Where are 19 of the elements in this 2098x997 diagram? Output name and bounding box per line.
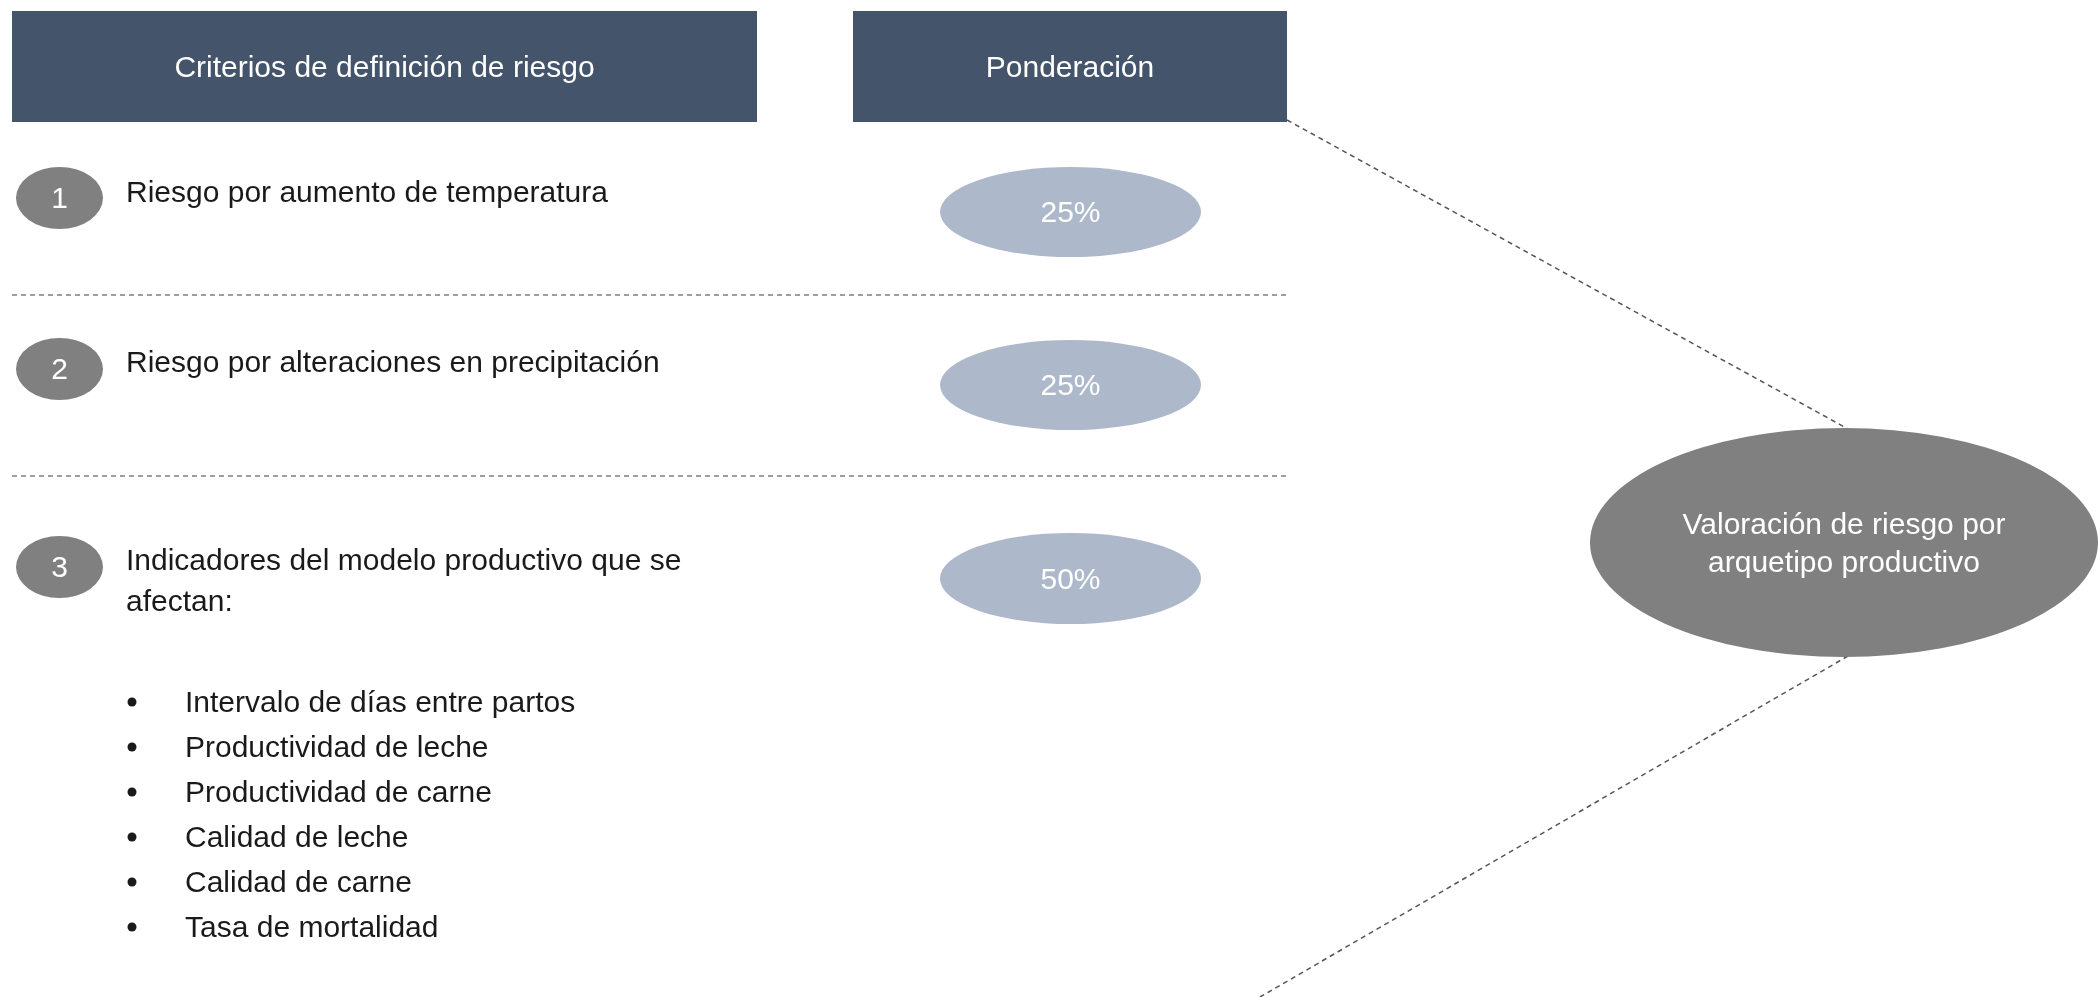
percentage-ellipse: 25% (940, 167, 1201, 257)
criterion-text: Riesgo por alteraciones en precipitación (126, 344, 661, 380)
result-ellipse: Valoración de riesgo por arquetipo productivo (1590, 428, 2098, 657)
percentage-ellipse: 50% (940, 533, 1201, 624)
header-bar: Criterios de definición de riesgo (12, 11, 757, 122)
indicator-item: Productividad de carne (185, 774, 492, 810)
number-badge: 3 (16, 536, 103, 598)
number-badge: 2 (16, 338, 103, 400)
number-badge: 1 (16, 167, 103, 229)
criterion-text: Riesgo por aumento de temperatura (126, 174, 609, 210)
indicator-item: Calidad de leche (185, 819, 409, 855)
header-bar: Ponderación (853, 11, 1287, 122)
indicator-item: Tasa de mortalidad (185, 909, 439, 945)
indicator-item: Intervalo de días entre partos (185, 684, 576, 720)
indicator-item: Calidad de carne (185, 864, 412, 900)
indicator-item: Productividad de leche (185, 729, 489, 765)
percentage-ellipse: 25% (940, 340, 1201, 430)
criterion-text: Indicadores del modelo productivo que se afectan: (126, 542, 683, 619)
connector-line (1259, 655, 1849, 997)
